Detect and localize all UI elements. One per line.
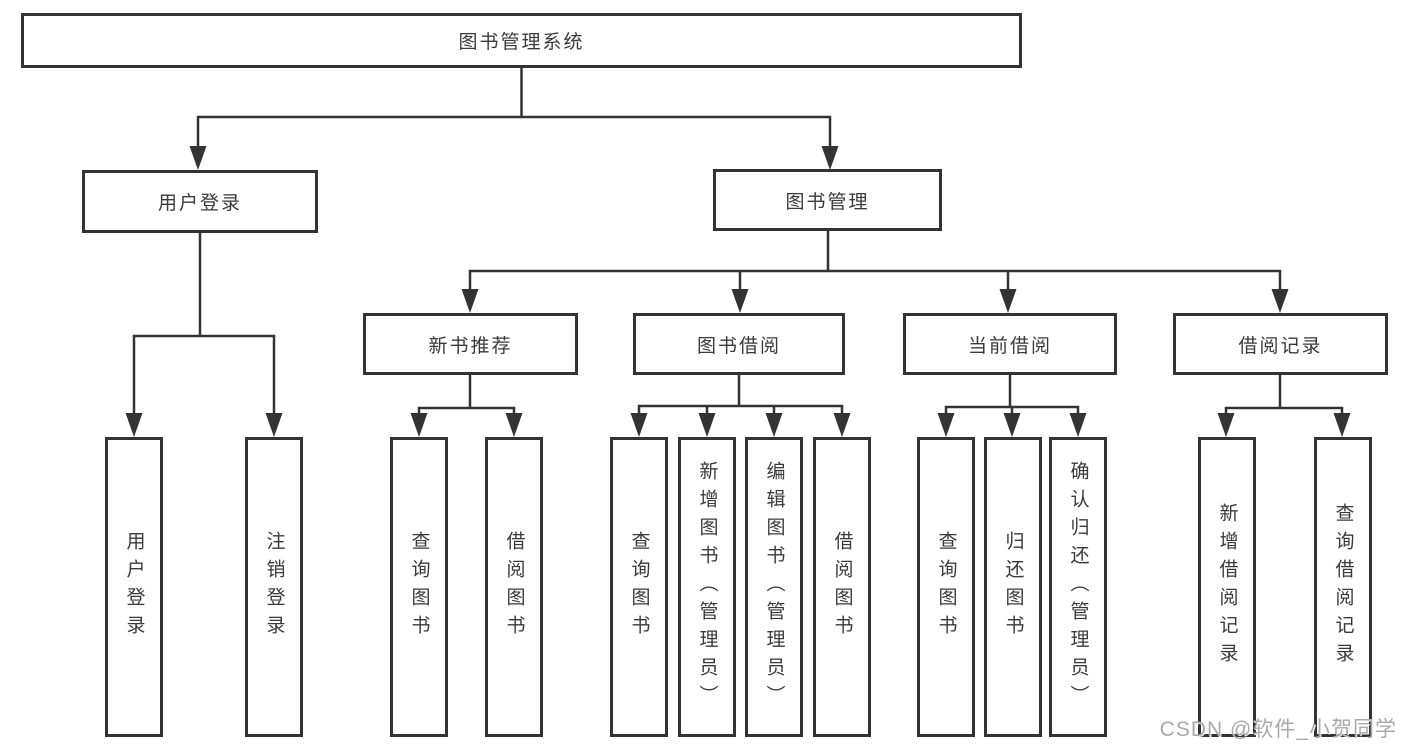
node-new-book-recommend: 新书推荐 xyxy=(363,313,578,375)
leaf-label: 注销登录 xyxy=(263,531,285,643)
node-label: 图书管理系统 xyxy=(458,32,585,53)
leaf-return-book: 归还图书 xyxy=(984,437,1042,737)
leaf-label: 确认归还（管理员） xyxy=(1067,461,1089,713)
leaf-label: 借阅图书 xyxy=(503,531,525,643)
leaf-label: 查询图书 xyxy=(408,531,430,643)
leaf-query-books-3: 查询图书 xyxy=(917,437,975,737)
leaf-query-books-1: 查询图书 xyxy=(390,437,448,737)
node-label: 用户登录 xyxy=(157,193,242,214)
node-label: 图书借阅 xyxy=(696,335,781,357)
node-label: 借阅记录 xyxy=(1238,335,1323,357)
node-label: 新书推荐 xyxy=(428,335,513,357)
leaf-label: 查询借阅记录 xyxy=(1332,503,1354,671)
leaf-query-borrow-record: 查询借阅记录 xyxy=(1314,437,1372,737)
leaf-logout: 注销登录 xyxy=(245,437,303,737)
node-book-management: 图书管理 xyxy=(713,169,942,231)
leaf-label: 新增借阅记录 xyxy=(1216,503,1238,671)
node-user-login: 用户登录 xyxy=(82,170,318,233)
node-label: 图书管理 xyxy=(785,191,870,213)
leaf-query-books-2: 查询图书 xyxy=(610,437,668,737)
leaf-label: 查询图书 xyxy=(628,531,650,643)
leaf-label: 查询图书 xyxy=(935,531,957,643)
node-current-borrow: 当前借阅 xyxy=(903,313,1117,375)
watermark: CSDN @软件_小贺同学 xyxy=(1159,718,1397,741)
leaf-edit-book-admin: 编辑图书（管理员） xyxy=(745,437,803,737)
leaf-label: 归还图书 xyxy=(1002,531,1024,643)
node-label: 当前借阅 xyxy=(967,335,1052,357)
leaf-confirm-return-admin: 确认归还（管理员） xyxy=(1049,437,1107,737)
leaf-add-borrow-record: 新增借阅记录 xyxy=(1198,437,1256,737)
node-root: 图书管理系统 xyxy=(21,13,1022,68)
leaf-label: 用户登录 xyxy=(123,531,145,643)
leaf-borrow-books-1: 借阅图书 xyxy=(485,437,543,737)
leaf-borrow-books-2: 借阅图书 xyxy=(813,437,871,737)
leaf-label: 借阅图书 xyxy=(831,531,853,643)
leaf-label: 新增图书（管理员） xyxy=(696,461,718,713)
leaf-label: 编辑图书（管理员） xyxy=(763,461,785,713)
node-book-borrow: 图书借阅 xyxy=(633,313,845,375)
leaf-user-login: 用户登录 xyxy=(105,437,163,737)
leaf-add-book-admin: 新增图书（管理员） xyxy=(678,437,736,737)
node-borrow-records: 借阅记录 xyxy=(1173,313,1388,375)
